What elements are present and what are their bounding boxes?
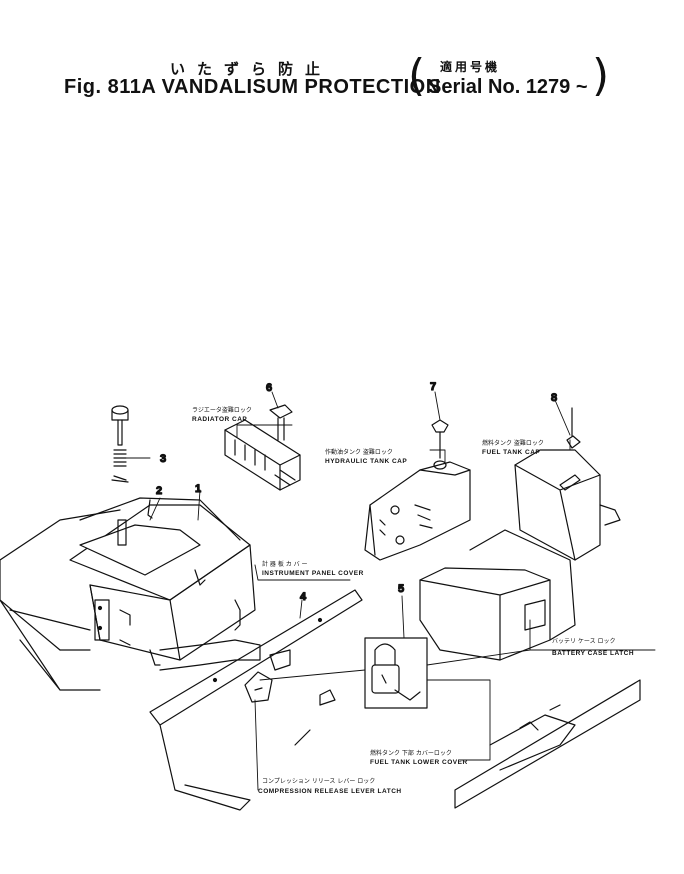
battery-case-latch-label-jp: バッテリ ケース ロック: [552, 638, 616, 645]
hydraulic-tank-cap-label-jp: 作動油タンク 盗難ロック: [325, 448, 393, 456]
instrument-panel-cover: [69, 497, 256, 666]
fuel-tank: [514, 407, 621, 561]
panel-rod: [159, 639, 261, 671]
battery-case-latch-label: BATTERY CASE LATCH: [552, 650, 634, 657]
fuel-tank-cap-label: FUEL TANK CAP: [482, 449, 540, 456]
lower-cover-plate: [149, 589, 363, 811]
title-japanese: いたずら防止: [170, 60, 333, 78]
callout-6: 6: [266, 382, 272, 394]
callout-1: 1: [195, 483, 201, 495]
callout-2: 2: [156, 485, 162, 497]
machine-body: [0, 509, 121, 691]
callout-8: 8: [551, 392, 557, 404]
callout-7: 7: [430, 381, 436, 393]
callout-3: 3: [160, 453, 166, 465]
figure-title: Fig. 811A VANDALISUM PROTECTION: [64, 76, 441, 98]
serial-label-japanese: 適用号機: [440, 60, 501, 74]
open-bracket: (: [408, 50, 426, 101]
hydraulic-tank: [364, 419, 471, 561]
radiator-cap-label: RADIATOR CAP: [192, 416, 247, 423]
leader-lines: [123, 391, 656, 791]
padlock: [364, 637, 428, 709]
callout-4: 4: [300, 591, 307, 603]
radiator-cap-label-jp: ラジエータ盗難ロック: [192, 406, 252, 414]
serial-number: Serial No. 1279 ~: [428, 76, 588, 98]
fuel-tank-cap-label-jp: 燃料タンク 盗難ロック: [482, 439, 544, 447]
instrument-panel-cover-label-jp: 計 器 板 カ バ ー: [262, 560, 308, 568]
compression-release-label-jp: コンプレッション リリース レバー ロック: [262, 778, 375, 785]
hydraulic-tank-cap-label: HYDRAULIC TANK CAP: [325, 458, 407, 465]
fuel-tank-lower-cover-label-jp: 燃料タンク 下部 カバーロック: [370, 749, 452, 757]
bolt-spring-assembly: [111, 405, 129, 546]
close-bracket: ): [592, 50, 610, 101]
compression-latch: [244, 671, 273, 703]
fuel-tank-lower-cover-label: FUEL TANK LOWER COVER: [370, 759, 468, 766]
battery-case: [419, 529, 576, 661]
callout-5: 5: [398, 583, 404, 595]
fuel-tank-lower-cover: [454, 679, 641, 809]
radiator-cap-bracket: [224, 404, 301, 491]
instrument-panel-cover-label: INSTRUMENT PANEL COVER: [262, 570, 364, 577]
compression-release-label: COMPRESSION RELEASE LEVER LATCH: [258, 788, 402, 795]
